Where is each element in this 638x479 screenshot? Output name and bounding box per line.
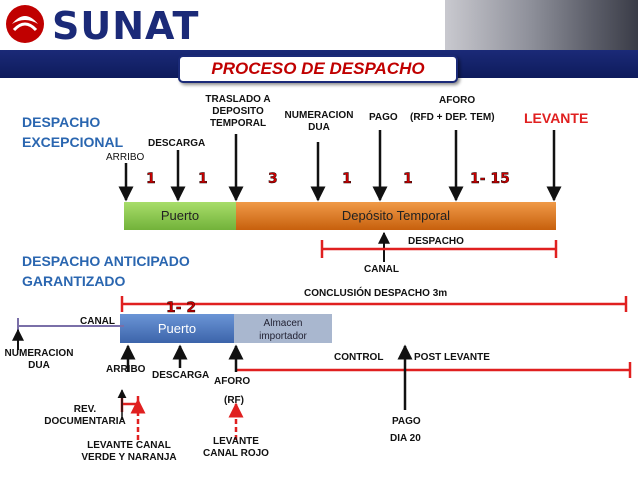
label-pago: PAGO bbox=[369, 112, 398, 123]
label-rev-documentaria: REV. DOCUMENTARIA bbox=[40, 404, 130, 428]
logo-subtitle: SUPERINTENDENCIA NACIONAL DE ADUANAS Y D… bbox=[52, 42, 291, 48]
anticipado-heading: DESPACHO ANTICIPADO GARANTIZADO bbox=[22, 251, 190, 291]
excepcional-heading: DESPACHO EXCEPCIONAL bbox=[22, 112, 123, 152]
days-bottom: 1- 2 bbox=[166, 300, 196, 316]
label-numeracion-dua-line2: DUA bbox=[0, 360, 78, 372]
label-arribo-bottom: ARRIBO bbox=[106, 364, 145, 375]
label-traslado-line2: DEPOSITO bbox=[196, 106, 280, 118]
bar-almacen-line1: Almacen bbox=[234, 317, 332, 330]
label-rf: (RF) bbox=[224, 395, 244, 406]
label-traslado-line1: TRASLADO A bbox=[196, 94, 280, 106]
label-rev-line2: DOCUMENTARIA bbox=[40, 416, 130, 428]
label-levante-rojo-line2: CANAL ROJO bbox=[198, 448, 274, 460]
label-aforo-detail: (RFD + DEP. TEM) bbox=[410, 112, 495, 123]
anticipado-heading-line2: GARANTIZADO bbox=[22, 271, 190, 291]
label-numeracion-dua: NUMERACION DUA bbox=[0, 348, 78, 372]
label-canal-top: CANAL bbox=[364, 264, 399, 275]
label-numeracion-line2: DUA bbox=[280, 122, 358, 134]
label-dia-20: DIA 20 bbox=[390, 433, 421, 444]
label-levante-canal-line1: LEVANTE CANAL bbox=[76, 440, 182, 452]
label-aforo-bottom: AFORO bbox=[214, 376, 250, 387]
label-numeracion-dua-line1: NUMERACION bbox=[0, 348, 78, 360]
label-levante-canal-line2: VERDE Y NARANJA bbox=[76, 452, 182, 464]
label-canal-bottom: CANAL bbox=[80, 316, 115, 327]
days-3: 3 bbox=[268, 171, 278, 187]
bar-puerto-top-label: Puerto bbox=[124, 202, 236, 230]
days-4: 1 bbox=[342, 171, 352, 187]
label-control: CONTROL bbox=[334, 352, 383, 363]
label-descarga: DESCARGA bbox=[148, 138, 205, 149]
days-5: 1 bbox=[403, 171, 413, 187]
label-despacho: DESPACHO bbox=[408, 236, 464, 247]
days-1: 1 bbox=[146, 171, 156, 187]
label-post-levante: POST LEVANTE bbox=[414, 352, 490, 363]
label-numeracion: NUMERACION DUA bbox=[280, 110, 358, 134]
bar-deposito-top-label: Depósito Temporal bbox=[236, 202, 556, 230]
bar-almacen-line2: importador bbox=[234, 330, 332, 343]
label-conclusion: CONCLUSIÓN DESPACHO 3m bbox=[304, 288, 447, 299]
days-6: 1- 15 bbox=[470, 171, 510, 187]
bar-puerto-bottom-label: Puerto bbox=[120, 315, 234, 343]
excepcional-heading-line2: EXCEPCIONAL bbox=[22, 132, 123, 152]
label-levante: LEVANTE bbox=[524, 110, 588, 126]
label-aforo: AFORO bbox=[439, 95, 475, 106]
label-pago-bottom: PAGO bbox=[392, 416, 421, 427]
label-descarga-bottom: DESCARGA bbox=[152, 370, 209, 381]
label-traslado: TRASLADO A DEPOSITO TEMPORAL bbox=[196, 94, 280, 130]
label-numeracion-line1: NUMERACION bbox=[280, 110, 358, 122]
label-rev-line1: REV. bbox=[40, 404, 130, 416]
label-levante-rojo: LEVANTE CANAL ROJO bbox=[198, 436, 274, 460]
label-levante-rojo-line1: LEVANTE bbox=[198, 436, 274, 448]
days-2: 1 bbox=[198, 171, 208, 187]
excepcional-heading-line1: DESPACHO bbox=[22, 112, 123, 132]
bar-almacen-bottom-label: Almacen importador bbox=[234, 315, 332, 343]
label-arribo: ARRIBO bbox=[106, 152, 144, 163]
label-traslado-line3: TEMPORAL bbox=[196, 118, 280, 130]
label-levante-canal: LEVANTE CANAL VERDE Y NARANJA bbox=[76, 440, 182, 464]
anticipado-heading-line1: DESPACHO ANTICIPADO bbox=[22, 251, 190, 271]
